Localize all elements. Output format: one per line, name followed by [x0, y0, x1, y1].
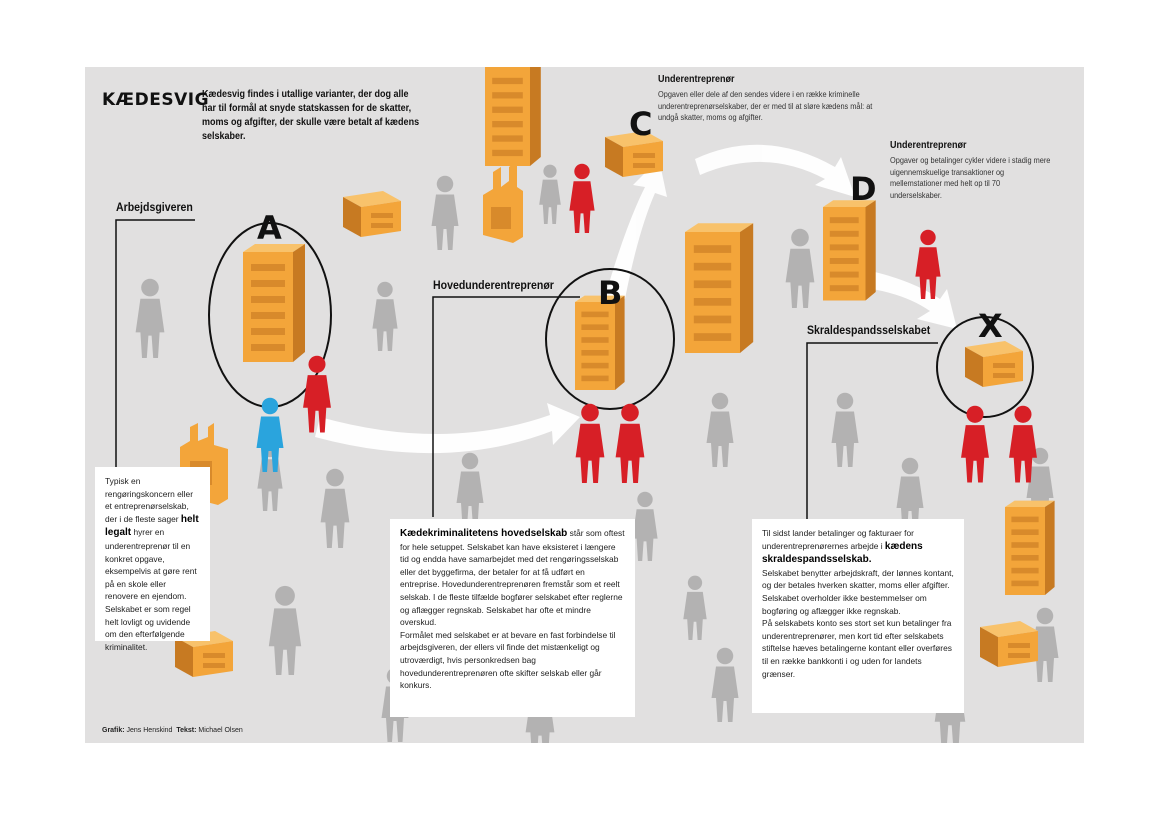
node-b-letter: B [598, 274, 623, 312]
node-c-title: Underentreprenør [658, 74, 735, 85]
infographic-canvas: KÆDESVIG Kædesvig findes i utallige vari… [85, 67, 1084, 743]
node-x-label: Skraldespandsselskabet [807, 323, 931, 337]
page-title: KÆDESVIG [102, 90, 210, 110]
main-company-info-box: Kædekriminalitetens hovedselskab står so… [390, 519, 635, 717]
node-x-letter: X [978, 307, 1003, 345]
node-d-letter: D [850, 170, 877, 208]
node-a-label: Arbejdsgiveren [116, 200, 193, 214]
intro-text: Kædesvig findes i utallige varianter, de… [202, 89, 420, 142]
node-c-letter: C [629, 105, 653, 143]
infographic-art [115, 67, 1059, 743]
node-c-text: Opgaven eller dele af den sendes videre … [658, 90, 873, 122]
node-d-title: Underentreprenør [890, 140, 967, 151]
node-d-text: Opgaver og betalinger cykler videre i st… [890, 156, 1051, 200]
trash-company-info-box: Til sidst lander betalinger og fakturaer… [752, 519, 964, 713]
node-a-letter: A [257, 209, 282, 247]
employer-info-box: Typisk en rengøringskoncern eller et ent… [95, 467, 210, 652]
node-b-label: Hovedunderentreprenør [433, 278, 554, 292]
credits: Grafik: Jens Henskind Tekst: Michael Ols… [102, 727, 243, 734]
